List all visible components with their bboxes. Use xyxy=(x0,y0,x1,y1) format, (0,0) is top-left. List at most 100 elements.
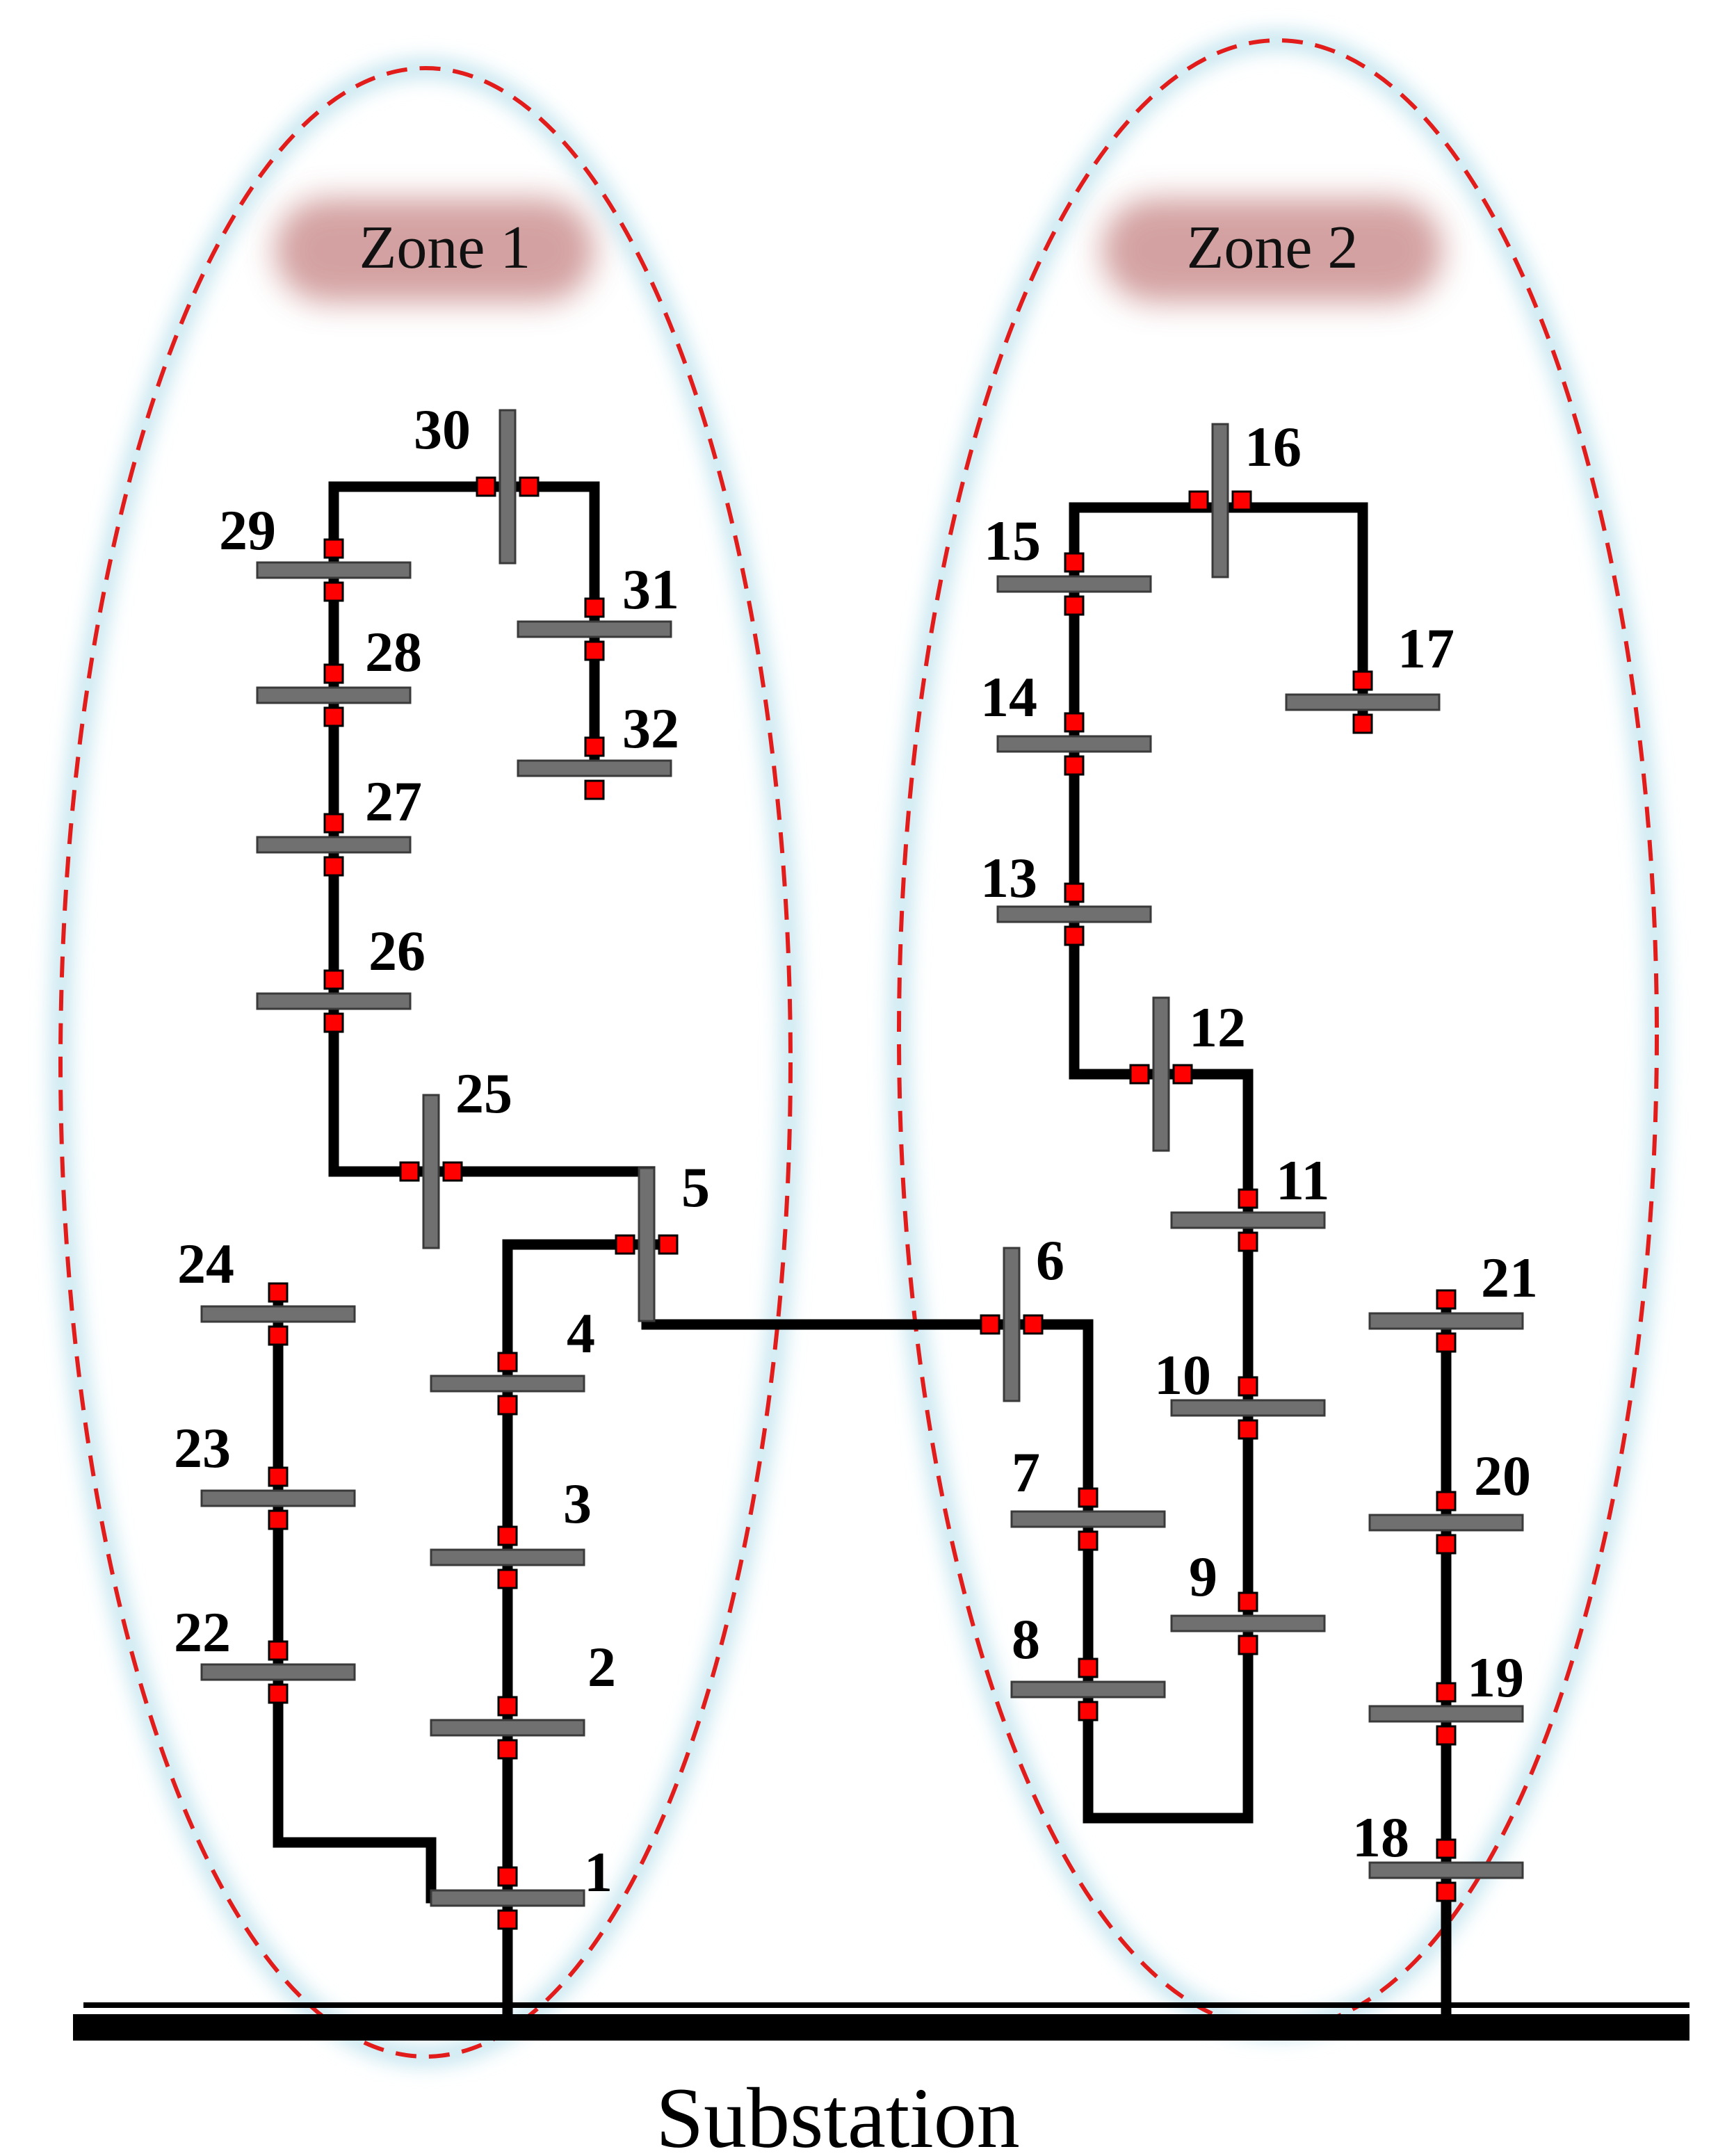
bus-23-switch-lower xyxy=(268,1509,289,1530)
bus-26-switch-upper xyxy=(323,969,344,990)
bus-2-switch-lower xyxy=(497,1739,518,1760)
bus-27: 27 xyxy=(256,770,422,877)
bus-7-bar xyxy=(1010,1510,1166,1528)
bus-10-bar xyxy=(1170,1399,1326,1417)
bus-22-label: 22 xyxy=(174,1600,231,1664)
bus-30-switch-left xyxy=(476,476,496,497)
bus-14: 14 xyxy=(980,665,1152,776)
bus-6-label: 6 xyxy=(1036,1229,1064,1292)
bus-29-label: 29 xyxy=(219,499,276,562)
zone-1-glow xyxy=(51,59,800,2066)
bus-13: 13 xyxy=(980,846,1152,946)
zone-1-boundary xyxy=(58,66,793,2059)
bus-3-label: 3 xyxy=(563,1472,592,1535)
bus-1: 1 xyxy=(430,1840,613,1930)
bus-2-label: 2 xyxy=(587,1635,616,1699)
bus-28-switch-lower xyxy=(323,706,344,727)
bus-4-switch-upper xyxy=(497,1352,518,1372)
bus-4-bar xyxy=(430,1375,585,1393)
bus-6-switch-right xyxy=(1023,1314,1044,1335)
bus-15-switch-lower xyxy=(1064,595,1085,616)
bus-24-switch-lower xyxy=(268,1325,289,1346)
bus-13-label: 13 xyxy=(980,846,1037,909)
bus-10-switch-upper xyxy=(1238,1376,1258,1397)
bus-17-switch-lower xyxy=(1352,713,1373,734)
bus-8-bar xyxy=(1010,1680,1166,1699)
bus-9-switch-lower xyxy=(1238,1635,1258,1655)
bus-12-bar xyxy=(1152,996,1170,1152)
bus-25-label: 25 xyxy=(455,1062,512,1125)
bus-27-label: 27 xyxy=(365,770,422,833)
bus-11: 11 xyxy=(1170,1149,1329,1252)
bus-12-switch-right xyxy=(1172,1064,1193,1085)
bus-17-bar xyxy=(1285,693,1441,711)
bus-11-switch-lower xyxy=(1238,1231,1258,1252)
bus-28: 28 xyxy=(256,620,422,727)
bus-10: 10 xyxy=(1154,1343,1326,1440)
bus-15: 15 xyxy=(984,509,1152,616)
bus-24-label: 24 xyxy=(177,1232,234,1295)
bus-27-bar xyxy=(256,836,412,854)
bus-18-switch-upper xyxy=(1436,1838,1457,1859)
substation-busbar xyxy=(73,2014,1689,2041)
bus-22: 22 xyxy=(174,1600,356,1704)
bus-32: 32 xyxy=(517,697,679,800)
bus-12: 12 xyxy=(1129,996,1246,1152)
bus-13-switch-lower xyxy=(1064,925,1085,946)
bus-9-switch-upper xyxy=(1238,1591,1258,1612)
bus-2-switch-upper xyxy=(497,1696,518,1717)
bus-14-switch-lower xyxy=(1064,755,1085,776)
bus-21-switch-lower xyxy=(1436,1332,1457,1353)
bus-19-bar xyxy=(1368,1705,1524,1723)
bus-31: 31 xyxy=(517,558,679,661)
substation-label: Substation xyxy=(656,2070,1020,2156)
substation-bus: Substation xyxy=(73,2002,1689,2156)
bus-19-switch-lower xyxy=(1436,1725,1457,1746)
bus-1-bar xyxy=(430,1889,585,1907)
feeder-lateral-22-24 xyxy=(273,1295,437,1904)
zone-2: Zone 2 xyxy=(890,31,1666,2038)
bus-14-bar xyxy=(996,735,1152,753)
bus-15-switch-upper xyxy=(1064,552,1085,573)
bus-4-label: 4 xyxy=(567,1302,595,1365)
bus-7-switch-lower xyxy=(1078,1530,1099,1551)
bus-3-switch-lower xyxy=(497,1569,518,1589)
bus-13-bar xyxy=(996,905,1152,923)
bus-26: 26 xyxy=(256,919,426,1033)
bus-32-switch-lower xyxy=(584,779,605,800)
zone-2-label-bg xyxy=(1102,198,1443,302)
bus-2: 2 xyxy=(430,1635,616,1760)
bus-10-switch-lower xyxy=(1238,1419,1258,1440)
bus-29-switch-lower xyxy=(323,581,344,602)
bus-19: 19 xyxy=(1368,1646,1524,1746)
feeder-main-zone1 xyxy=(502,1239,670,2025)
bus-8: 8 xyxy=(1010,1607,1166,1721)
bus-1-switch-upper xyxy=(497,1866,518,1887)
bus-16-switch-left xyxy=(1188,490,1209,511)
bus-3-switch-upper xyxy=(497,1525,518,1546)
bus-12-label: 12 xyxy=(1189,996,1246,1059)
bus-11-bar xyxy=(1170,1211,1326,1229)
bus-17-label: 17 xyxy=(1397,617,1454,680)
zone-1-label-bg xyxy=(275,198,594,302)
substation-busbar-top xyxy=(83,2002,1689,2008)
bus-19-label: 19 xyxy=(1467,1646,1524,1709)
bus-20-label: 20 xyxy=(1474,1444,1531,1507)
bus-5-switch-right xyxy=(658,1234,679,1255)
bus-32-bar xyxy=(517,759,672,777)
bus-18: 18 xyxy=(1352,1806,1524,1902)
bus-17-switch-upper xyxy=(1352,670,1373,691)
bus-4: 4 xyxy=(430,1302,595,1416)
bus-29-switch-upper xyxy=(323,538,344,559)
bus-21-label: 21 xyxy=(1481,1246,1538,1309)
bus-2-bar xyxy=(430,1719,585,1737)
bus-20-switch-upper xyxy=(1436,1491,1457,1511)
bus-31-switch-upper xyxy=(584,597,605,618)
bus-29-bar xyxy=(256,561,412,579)
bus-21-bar xyxy=(1368,1312,1524,1330)
bus-27-switch-upper xyxy=(323,813,344,834)
bus-7-label: 7 xyxy=(1012,1441,1040,1504)
bus-25: 25 xyxy=(399,1062,512,1249)
bus-18-switch-lower xyxy=(1436,1881,1457,1902)
bus-23-label: 23 xyxy=(174,1416,231,1480)
